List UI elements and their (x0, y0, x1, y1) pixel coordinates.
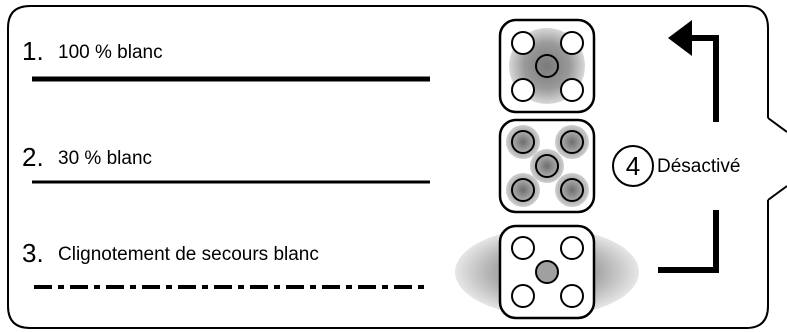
led-module-dim (498, 118, 596, 214)
mode-1-label: 100 % blanc (58, 42, 163, 63)
frame-outline (7, 5, 769, 329)
led-module-flash (455, 224, 639, 320)
mode-1-number: 1. (22, 36, 44, 66)
step-4-label: Désactivé (657, 156, 740, 177)
step-4-number: 4 (626, 151, 640, 181)
cycle-arrow-icon (658, 20, 719, 273)
mode-3-number: 3. (22, 238, 44, 268)
led-module-full (498, 18, 596, 114)
callout-bracket (767, 117, 787, 201)
mode-2-label: 30 % blanc (58, 148, 152, 169)
mode-2-number: 2. (22, 142, 44, 172)
mode-3-label: Clignotement de secours blanc (58, 244, 319, 265)
step-4-circle (612, 145, 654, 187)
